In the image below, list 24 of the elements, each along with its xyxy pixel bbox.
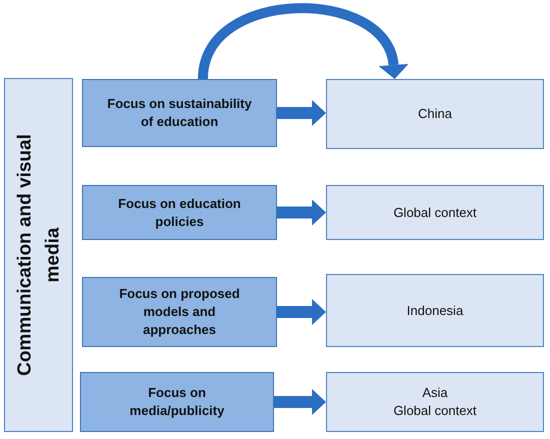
category-label: Communication and visual media [12, 133, 64, 378]
topic-label: Focus on proposed models and approaches [118, 285, 241, 339]
region-label: Global context [393, 402, 477, 420]
topic-box [82, 185, 277, 240]
region-label: China [418, 105, 452, 123]
category-band [4, 78, 73, 432]
region-box [326, 372, 544, 432]
region-label: Global context [393, 204, 477, 222]
topic-box [82, 79, 277, 147]
topic-label: Focus on education policies [117, 194, 242, 230]
region-box [326, 185, 544, 240]
block-arrow [274, 389, 326, 415]
topic-label: Focus on sustainability of education [106, 95, 253, 131]
block-arrow [277, 299, 326, 325]
region-box [326, 274, 544, 347]
block-arrow [277, 200, 326, 226]
region-label: Indonesia [406, 302, 464, 320]
topic-box [80, 372, 274, 432]
curved-arrow [198, 3, 408, 80]
region-label: Asia [422, 384, 448, 402]
topic-box [82, 277, 277, 347]
region-box [326, 79, 544, 149]
topic-label: Focus on media/publicity [128, 384, 226, 420]
block-arrow [277, 100, 326, 126]
